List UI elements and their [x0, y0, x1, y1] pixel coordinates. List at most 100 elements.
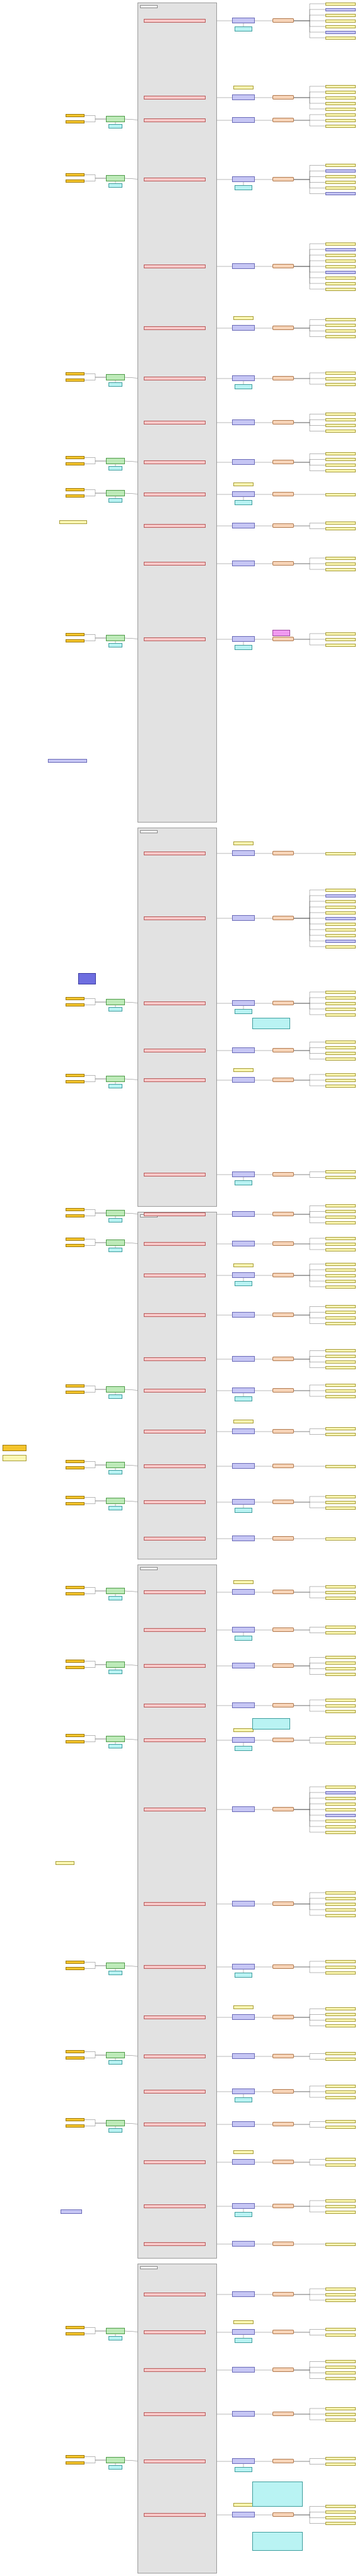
function-block[interactable]: [232, 1211, 255, 1217]
input-block[interactable]: [66, 1003, 85, 1006]
process-block[interactable]: [106, 374, 125, 380]
resource-block[interactable]: [235, 1396, 252, 1401]
output-block[interactable]: [325, 2007, 356, 2010]
input-block[interactable]: [66, 2455, 85, 2458]
output-block[interactable]: [325, 1366, 356, 1369]
output-block[interactable]: [325, 1176, 356, 1179]
input-block[interactable]: [66, 488, 85, 491]
input-block[interactable]: [66, 633, 85, 636]
output-block[interactable]: [325, 2095, 356, 2099]
output-block[interactable]: [325, 259, 356, 263]
function-block[interactable]: [232, 1388, 255, 1393]
resource-block[interactable]: [108, 183, 122, 188]
function-block[interactable]: [232, 176, 255, 182]
output-block[interactable]: [325, 1626, 356, 1629]
input-block[interactable]: [66, 456, 85, 459]
decision-block[interactable]: [272, 2292, 294, 2296]
output-block[interactable]: [325, 248, 356, 251]
output-block[interactable]: [325, 2126, 356, 2129]
output-block[interactable]: [325, 1736, 356, 1739]
output-block[interactable]: [325, 96, 356, 100]
function-block[interactable]: [232, 2089, 255, 2094]
function-block[interactable]: [232, 263, 255, 269]
function-block[interactable]: [232, 2367, 255, 2373]
output-block[interactable]: [325, 527, 356, 530]
step-block[interactable]: [144, 2160, 206, 2164]
step-block[interactable]: [144, 19, 206, 23]
step-block[interactable]: [144, 1274, 206, 1277]
function-block[interactable]: [232, 325, 255, 331]
input-block[interactable]: [66, 1592, 85, 1595]
output-block[interactable]: [325, 382, 356, 386]
function-block[interactable]: [232, 1589, 255, 1595]
process-block[interactable]: [106, 1462, 125, 1468]
output-block[interactable]: [325, 90, 356, 94]
label-block[interactable]: [233, 841, 254, 845]
function-block[interactable]: [232, 375, 255, 381]
output-block[interactable]: [325, 413, 356, 416]
output-block[interactable]: [325, 2052, 356, 2055]
decision-block[interactable]: [272, 177, 294, 181]
output-block[interactable]: [325, 1316, 356, 1319]
function-block[interactable]: [232, 1428, 255, 1434]
label-block[interactable]: [233, 2005, 254, 2009]
resource-block[interactable]: [235, 1973, 252, 1978]
decision-block[interactable]: [272, 1313, 294, 1317]
label-block[interactable]: [233, 2503, 254, 2507]
output-block[interactable]: [325, 632, 356, 635]
decision-block[interactable]: [272, 118, 294, 122]
decision-block[interactable]: [272, 2015, 294, 2019]
output-block[interactable]: [325, 1216, 356, 1219]
function-block[interactable]: [232, 1663, 255, 1668]
resource-block[interactable]: [108, 1394, 122, 1399]
input-block[interactable]: [66, 2326, 85, 2329]
function-block[interactable]: [232, 1702, 255, 1708]
output-block[interactable]: [325, 2377, 356, 2380]
input-block[interactable]: [66, 1074, 85, 1077]
output-block[interactable]: [325, 2522, 356, 2525]
decision-block[interactable]: [272, 1388, 294, 1393]
input-block[interactable]: [66, 494, 85, 498]
process-block[interactable]: [106, 175, 125, 181]
output-block[interactable]: [325, 1383, 356, 1387]
output-block[interactable]: [325, 1040, 356, 1044]
input-block[interactable]: [66, 1080, 85, 1083]
output-block[interactable]: [325, 2163, 356, 2167]
label-block[interactable]: [233, 86, 254, 89]
output-block[interactable]: [325, 1709, 356, 1713]
label-block[interactable]: [233, 1263, 254, 1267]
resource-block[interactable]: [108, 1248, 122, 1252]
decision-block[interactable]: [272, 2368, 294, 2372]
function-block[interactable]: [232, 2014, 255, 2020]
decision-block[interactable]: [272, 95, 294, 100]
function-block[interactable]: [232, 1000, 255, 1006]
function-block[interactable]: [232, 915, 255, 921]
function-block[interactable]: [232, 1499, 255, 1505]
output-block[interactable]: [325, 1433, 356, 1436]
input-block[interactable]: [66, 1740, 85, 1743]
output-block[interactable]: [325, 287, 356, 291]
process-block[interactable]: [106, 116, 125, 122]
input-block[interactable]: [66, 639, 85, 642]
output-block[interactable]: [325, 377, 356, 380]
decision-block[interactable]: [272, 1807, 294, 1811]
output-block[interactable]: [325, 276, 356, 280]
function-block[interactable]: [232, 1463, 255, 1469]
function-block[interactable]: [232, 2329, 255, 2335]
step-block[interactable]: [144, 916, 206, 920]
output-block[interactable]: [325, 1500, 356, 1504]
function-block[interactable]: [232, 459, 255, 465]
output-block[interactable]: [325, 922, 356, 926]
decision-block[interactable]: [272, 851, 294, 855]
step-block[interactable]: [144, 1704, 206, 1707]
resource-cluster[interactable]: [252, 1718, 290, 1730]
process-block[interactable]: [106, 2052, 125, 2058]
output-block[interactable]: [325, 2, 356, 6]
process-block[interactable]: [106, 2120, 125, 2126]
input-block[interactable]: [66, 372, 85, 375]
output-block[interactable]: [325, 2090, 356, 2094]
resource-block[interactable]: [108, 2465, 122, 2470]
input-block[interactable]: [66, 1734, 85, 1737]
decision-block[interactable]: [272, 326, 294, 330]
output-block[interactable]: [325, 1741, 356, 1745]
